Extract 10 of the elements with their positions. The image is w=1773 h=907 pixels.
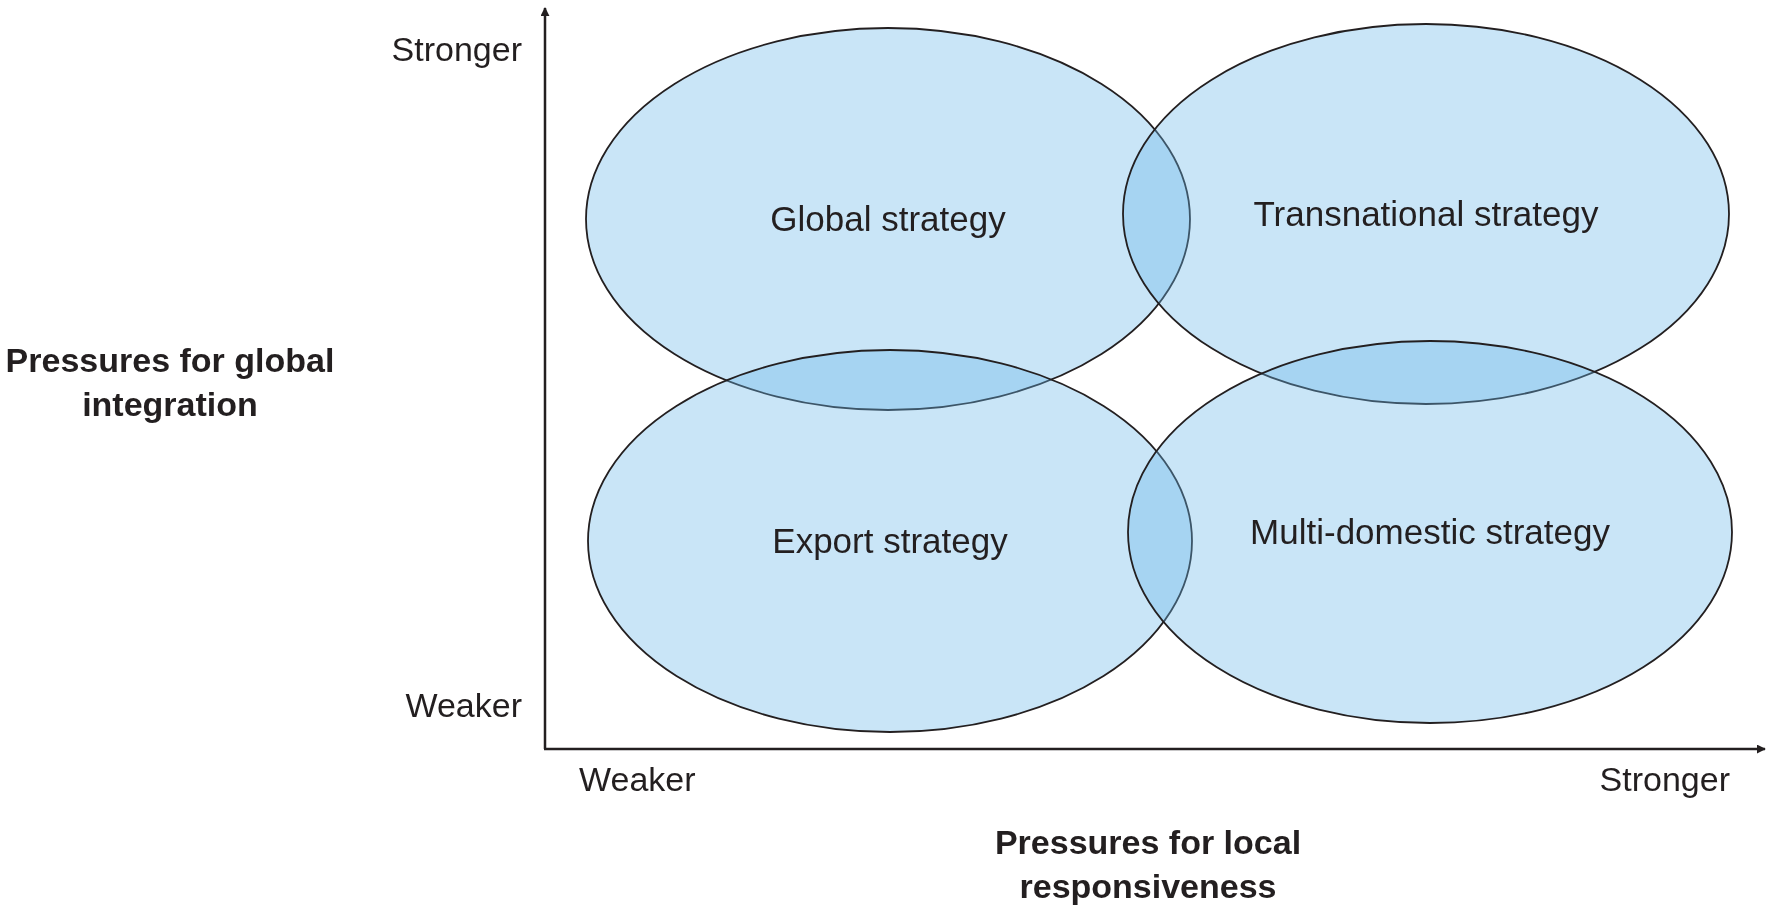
axis-title: Pressures for global integration [4,340,336,426]
axis-tick-label: Stronger [391,30,522,69]
axis-tick-label: Weaker [405,686,522,725]
axis-title: Pressures for local responsiveness [993,822,1303,907]
strategy-label: Export strategy [772,521,1008,561]
strategy-label: Global strategy [770,199,1006,239]
strategy-label: Multi-domestic strategy [1250,512,1610,552]
strategy-label: Transnational strategy [1253,194,1599,234]
axis-tick-label: Stronger [1599,760,1730,799]
axis-tick-label: Weaker [579,760,696,799]
